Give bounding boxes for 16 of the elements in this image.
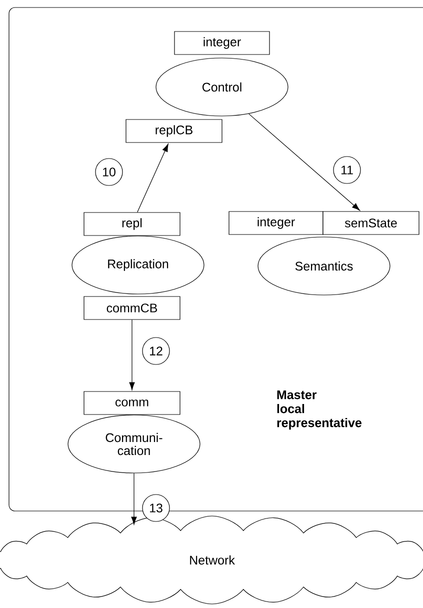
port-box: replCB (126, 119, 222, 143)
port-box: integer (228, 211, 324, 235)
edge-label: 10 (95, 158, 123, 186)
arrow (137, 144, 168, 212)
arrow (131, 473, 137, 525)
edge-label: 13 (142, 494, 170, 522)
arrow (129, 320, 135, 390)
network-cloud: Network (0, 516, 423, 604)
port-box: semState (322, 211, 420, 235)
arrow (248, 114, 360, 211)
port-box: integer (174, 31, 270, 55)
port-box: repl (84, 212, 180, 236)
port-box: commCB (84, 296, 180, 320)
edge-label: 12 (142, 337, 170, 365)
edge-label: 11 (333, 156, 361, 184)
port-box: comm (84, 391, 180, 415)
